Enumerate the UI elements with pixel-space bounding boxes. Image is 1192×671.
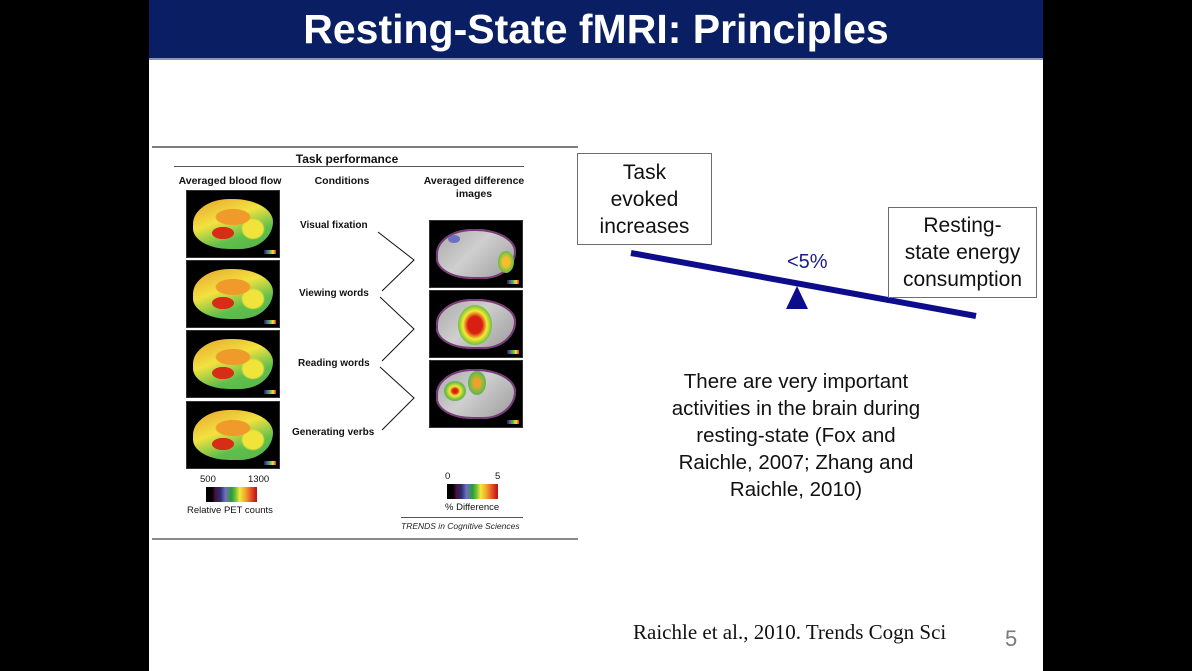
slide-title: Resting-State fMRI: Principles: [303, 5, 889, 52]
blood-flow-colorbar: [206, 487, 257, 502]
balance-diagram: [630, 250, 977, 319]
figure-title-rule: [174, 166, 524, 167]
blood-flow-scale-label: Relative PET counts: [187, 505, 273, 516]
difference-scale-max: 5: [495, 471, 501, 482]
task-evoked-label: Task evoked increases: [599, 160, 690, 238]
figure-source: TRENDS in Cognitive Sciences: [401, 521, 520, 531]
citation: Raichle et al., 2010. Trends Cogn Sci: [633, 620, 947, 644]
column-header-conditions: Conditions: [314, 175, 370, 187]
task-performance-figure: Task performance Averaged blood flow Con…: [152, 146, 578, 540]
resting-state-box: Resting- state energy consumption: [888, 207, 1037, 298]
difference-colorbar: [447, 484, 498, 499]
blood-flow-scale-min: 500: [200, 474, 216, 485]
blood-flow-brain-image-2: [186, 260, 280, 328]
condition-label-generating-verbs: Generating verbs: [292, 427, 375, 438]
resting-state-label: Resting- state energy consumption: [902, 214, 1023, 291]
column-header-blood-flow: Averaged blood flow: [178, 175, 282, 187]
figure-bottom-rule: [152, 538, 578, 540]
slide: Resting-State fMRI: Principles Task perf…: [149, 0, 1043, 671]
fulcrum-triangle-icon: [786, 286, 808, 309]
percent-label: <5%: [787, 251, 828, 273]
condition-connector-lines: [377, 231, 415, 431]
column-header-difference-images: Averaged difference images: [423, 175, 525, 200]
balance-beam: [630, 250, 977, 319]
difference-image-generating-verbs: [429, 360, 523, 428]
blood-flow-brain-image-4: [186, 401, 280, 469]
body-text: There are very important activities in t…: [671, 370, 921, 501]
difference-scale-min: 0: [445, 471, 451, 482]
task-evoked-box: Task evoked increases: [577, 153, 712, 245]
difference-image-reading-words: [429, 290, 523, 358]
blood-flow-scale-max: 1300: [248, 474, 270, 485]
difference-image-viewing-words: [429, 220, 523, 288]
condition-label-visual-fixation: Visual fixation: [300, 220, 368, 231]
source-rule: [401, 517, 523, 518]
blood-flow-brain-image-1: [186, 190, 280, 258]
condition-label-reading-words: Reading words: [298, 358, 370, 369]
blood-flow-brain-image-3: [186, 330, 280, 398]
title-bar: Resting-State fMRI: Principles: [149, 0, 1043, 60]
condition-label-viewing-words: Viewing words: [299, 288, 369, 299]
figure-top-rule: [152, 146, 578, 148]
figure-title: Task performance: [295, 152, 399, 166]
difference-scale-label: % Difference: [445, 502, 500, 513]
page-number: 5: [1005, 626, 1018, 651]
